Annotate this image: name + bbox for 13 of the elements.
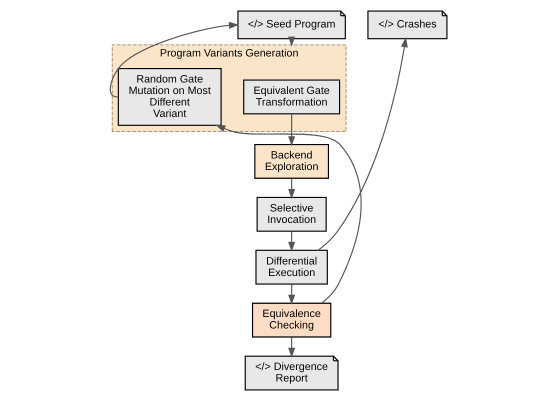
arrow [317, 37, 408, 251]
node-box: Selective Invocation [256, 196, 326, 232]
node-box: Backend Exploration [254, 144, 329, 179]
arrow [288, 284, 295, 305]
arrow [288, 114, 295, 146]
arrow [288, 337, 295, 358]
node-box: Equivalence Checking [251, 302, 331, 338]
arrow [214, 124, 362, 304]
node-box: Differential Execution [254, 250, 328, 285]
node-box: Equivalent Gate Transformation [242, 80, 340, 114]
node-box: Random Gate Mutation on Most Different Variant [117, 68, 222, 126]
arrow [288, 231, 295, 252]
arrow [288, 178, 295, 199]
